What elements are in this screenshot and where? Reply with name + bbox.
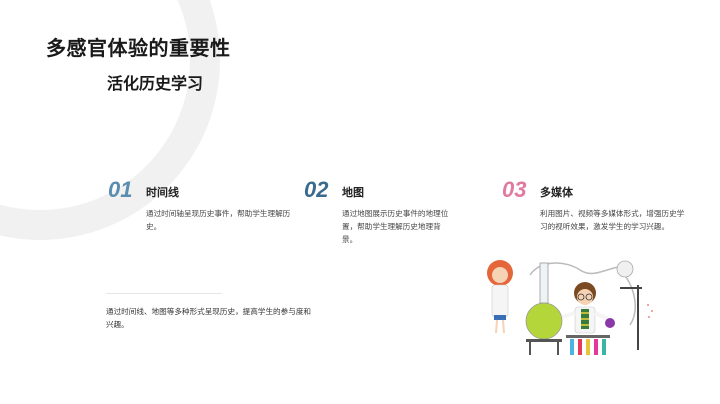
- item-heading: 时间线: [146, 186, 179, 199]
- item-number: 03: [502, 177, 527, 202]
- page-title: 多感官体验的重要性: [46, 36, 231, 60]
- summary-text: 通过时间线、地图等多种形式呈现历史，提高学生的参与度和兴趣。: [106, 307, 312, 329]
- item-description: 利用图片、视频等多媒体形式，增强历史学习的视听效果，激发学生的学习兴趣。: [540, 209, 685, 231]
- item-number: 02: [304, 177, 329, 202]
- item-heading: 多媒体: [540, 186, 573, 199]
- divider: [106, 293, 222, 294]
- item-heading: 地图: [342, 186, 364, 199]
- item-description: 通过地图展示历史事件的地理位置，帮助学生理解历史地理背景。: [342, 209, 449, 244]
- item-number: 01: [108, 177, 133, 202]
- item-description: 通过时间轴呈现历史事件，帮助学生理解历史。: [146, 209, 291, 231]
- page-subtitle: 活化历史学习: [107, 74, 204, 93]
- kids-science-lab-illustration-icon: [487, 260, 653, 355]
